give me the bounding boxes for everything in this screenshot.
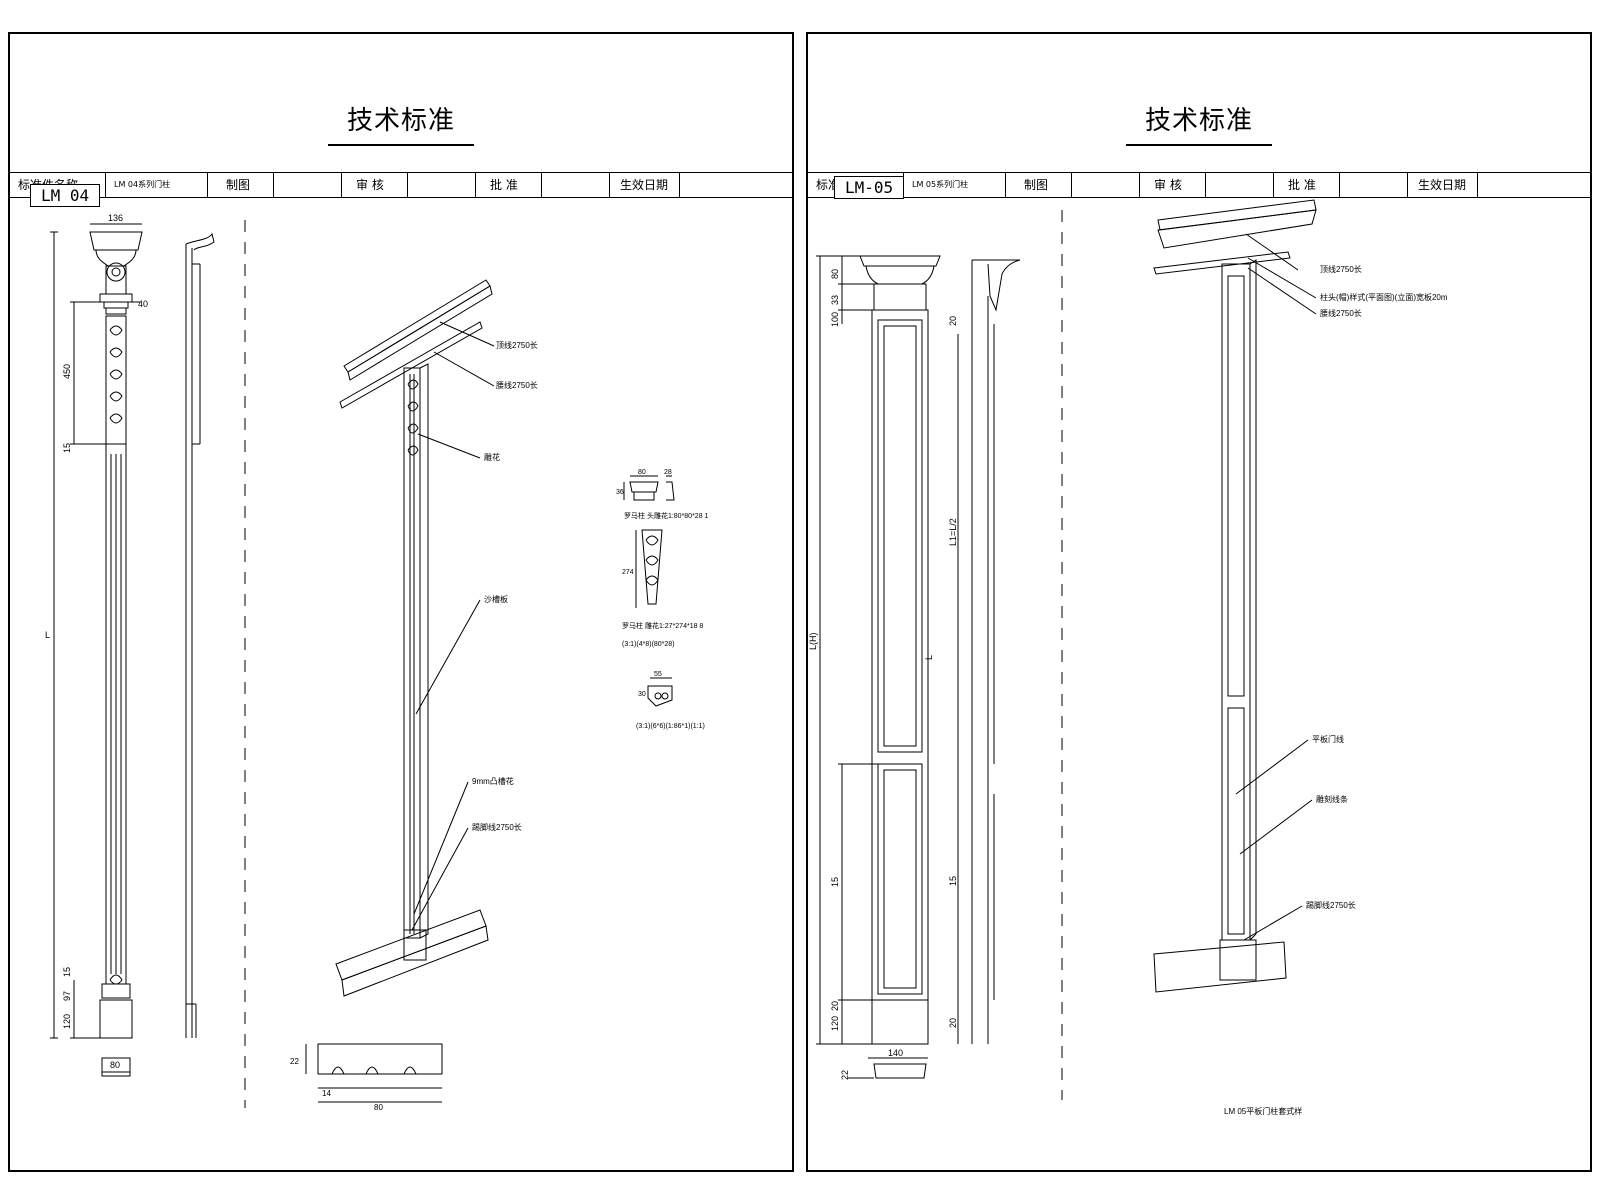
detail-capital xyxy=(623,475,675,501)
sheet-title: 技术标准 xyxy=(1144,106,1253,136)
groove-section xyxy=(305,1043,443,1103)
detail-dim-274: 274 xyxy=(622,569,634,576)
groove-dim-80: 80 xyxy=(374,1103,383,1112)
draw-value xyxy=(274,173,342,197)
check-label: 审 核 xyxy=(1140,173,1206,197)
draw-value xyxy=(1072,173,1140,197)
check-value xyxy=(408,173,476,197)
callout-groove-board: 沙槽板 xyxy=(484,594,508,604)
detail-note-2: 罗马柱 雕花1:27*274*18 8 xyxy=(622,621,703,630)
detail-dim-28: 28 xyxy=(664,469,672,476)
dim-neck: 40 xyxy=(138,299,148,309)
isometric-view xyxy=(1153,199,1317,993)
dim-top: 20 xyxy=(948,316,958,326)
title-block: 标准件名称 LM 05系列门柱 制图 审 核 批 准 生效日期 xyxy=(808,172,1590,198)
dim-mid: 15 xyxy=(62,443,72,453)
detail-dim-36: 36 xyxy=(616,489,624,496)
dim-l-half: L1=L/2 xyxy=(948,518,958,546)
callout-skirting: 踢脚线2750长 xyxy=(1306,900,1356,910)
sheet-lm05: 技术标准 标准件名称 LM 05系列门柱 制图 审 核 批 准 生效日期 LM-… xyxy=(806,32,1592,1172)
dim-total: L(H) xyxy=(808,632,818,650)
isometric-leaders xyxy=(411,321,495,931)
approve-label: 批 准 xyxy=(1274,173,1340,197)
draw-label: 制图 xyxy=(1006,173,1072,197)
front-dimensions xyxy=(50,223,142,1073)
callout-skirting: 踢脚线2750长 xyxy=(472,822,522,832)
title-underline xyxy=(1126,144,1272,146)
detail-dim-55: 55 xyxy=(654,671,662,678)
dim-lower: 15 xyxy=(62,967,72,977)
callout-groove-flower: 9mm凸槽花 xyxy=(472,776,514,786)
dim-neck-2: 100 xyxy=(830,312,840,327)
lm04-drawing: 136 40 450 15 L 15 97 120 80 xyxy=(45,213,709,1112)
detail-carving xyxy=(635,529,663,608)
dim-base-height: 22 xyxy=(840,1070,850,1080)
carved-panel xyxy=(105,315,127,445)
rosette-icon xyxy=(106,262,126,282)
approve-label: 批 准 xyxy=(476,173,542,197)
part-code: LM 04 xyxy=(30,184,101,207)
effective-label: 生效日期 xyxy=(1408,173,1478,197)
detail-note-3: (3:1)(4*8)(80*28) xyxy=(622,641,675,648)
isometric-view xyxy=(335,279,493,997)
lm05-drawing: 80 33 100 20 L(H) L L1=L/2 15 15 20 120 … xyxy=(808,199,1448,1116)
callout-carving: 雕花 xyxy=(484,452,500,462)
dim-base-width: 140 xyxy=(888,1048,903,1058)
sheet-title: 技术标准 xyxy=(346,106,455,136)
dim-cap: 80 xyxy=(830,269,840,279)
dim-base: 120 xyxy=(62,1014,72,1029)
detail-dim-80: 80 xyxy=(638,469,646,476)
front-elevation xyxy=(859,255,941,1079)
dim-base-top: 20 xyxy=(830,1001,840,1011)
dim-carved: 450 xyxy=(62,364,72,379)
detail-ornament xyxy=(647,677,673,707)
dim-lower-2: 97 xyxy=(62,991,72,1001)
approve-value xyxy=(1340,173,1408,197)
dim-base-side: 20 xyxy=(948,1018,958,1028)
callout-waist-line: 腰线2750长 xyxy=(1320,308,1362,318)
footnote: LM 05平板门柱套式样 xyxy=(1224,1106,1302,1116)
groove-dim-22: 22 xyxy=(290,1057,299,1066)
sheet-lm04: 技术标准 标准件名称 LM 04系列门柱 制图 审 核 批 准 生效日期 LM … xyxy=(8,32,794,1172)
approve-value xyxy=(542,173,610,197)
dim-lower-side: 15 xyxy=(948,876,958,886)
callout-cap-style: 柱头(帽)样式(平面图)(立面)宽板20m xyxy=(1320,292,1448,302)
callout-top-line: 顶线2750长 xyxy=(496,340,538,350)
dim-l: L xyxy=(924,655,934,660)
dim-lower: 15 xyxy=(830,877,840,887)
callout-flat-line: 平板门线 xyxy=(1312,734,1344,744)
dim-base: 120 xyxy=(830,1016,840,1031)
groove-dim-14: 14 xyxy=(322,1089,331,1098)
dim-neck: 33 xyxy=(830,295,840,305)
callout-waist-line: 腰线2750长 xyxy=(496,380,538,390)
dim-top-width: 136 xyxy=(108,213,123,223)
effective-label: 生效日期 xyxy=(610,173,680,197)
side-profile xyxy=(185,232,215,1038)
dim-total: L xyxy=(45,630,50,640)
detail-dim-30: 30 xyxy=(638,691,646,698)
part-code: LM-05 xyxy=(834,176,905,199)
side-profile xyxy=(957,259,1021,1044)
detail-note-1: 罗马柱 头雕花1:80*80*28 1 xyxy=(624,511,709,520)
front-elevation xyxy=(89,231,143,1077)
check-label: 审 核 xyxy=(342,173,408,197)
detail-note-4: (3:1)(6*6)(1:86*1)(1:1) xyxy=(636,723,705,730)
name-value: LM 05系列门柱 xyxy=(904,173,1006,197)
name-value: LM 04系列门柱 xyxy=(106,173,208,197)
callout-carved-strip: 雕刻线条 xyxy=(1316,794,1348,804)
draw-label: 制图 xyxy=(208,173,274,197)
isometric-leaders xyxy=(1235,233,1317,941)
dim-base-width: 80 xyxy=(110,1060,120,1070)
title-underline xyxy=(328,144,474,146)
check-value xyxy=(1206,173,1274,197)
callout-top-line: 顶线2750长 xyxy=(1320,264,1362,274)
front-dimensions xyxy=(816,255,878,1079)
